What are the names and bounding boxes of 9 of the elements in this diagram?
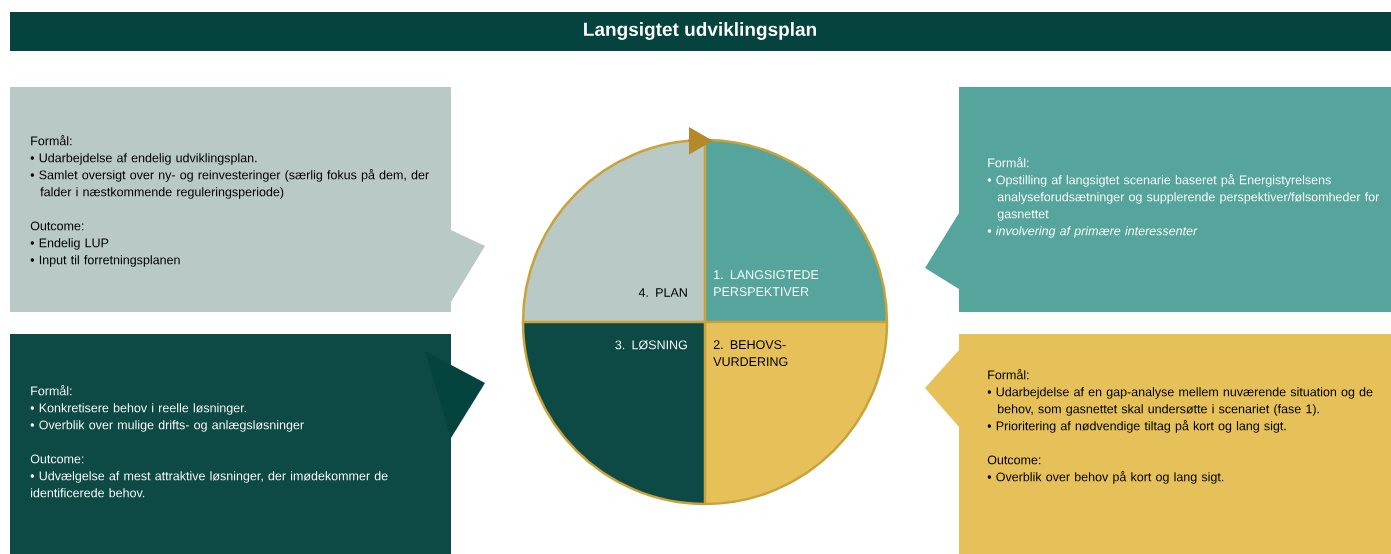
callout-box: Formål: • Udarbejdelse af endelig udviklingsplan. • Samlet oversigt over ny- og reinvesteringer (særlig fokus på dem, der falder i næstkommende reguleringsperiode) Outcome: • Endelig LUP • Input til forretningsplanen	[10, 87, 485, 312]
quadrant: 3. LØSNING	[523, 322, 705, 504]
callout-box: Formål: • Udarbejdelse af en gap-analyse mellem nuværende situation og de behov, som gasnettet skal undersøtte i scenariet (fase 1). • Prioritering af nødvendige tiltag på kort og lang sigt. Outcome: • Overblik over behov på kort og lang sigt.	[925, 334, 1391, 554]
callout-box: Formål: • Opstilling af langsigtet scenarie baseret på Energistyrelsens analyseforudsætninger og supplerende perspektiver/følsomheder for gasnettet • involvering af primære interessenter	[925, 87, 1391, 312]
title-band: Langsigtet udviklingsplan	[10, 12, 1391, 51]
quadrant: 4. PLAN	[523, 140, 705, 322]
quadrant: 2. BEHOVS- VURDERING	[705, 322, 887, 504]
quadrant: 1. LANGSIGTEDE PERSPEKTIVER	[705, 140, 887, 322]
callout-box: Formål: • Konkretisere behov i reelle løsninger. • Overblik over mulige drifts- og anlægsløsninger Outcome: • Udvælgelse af mest attraktive løsninger, der imødekommer de identificerede behov.	[10, 334, 485, 554]
